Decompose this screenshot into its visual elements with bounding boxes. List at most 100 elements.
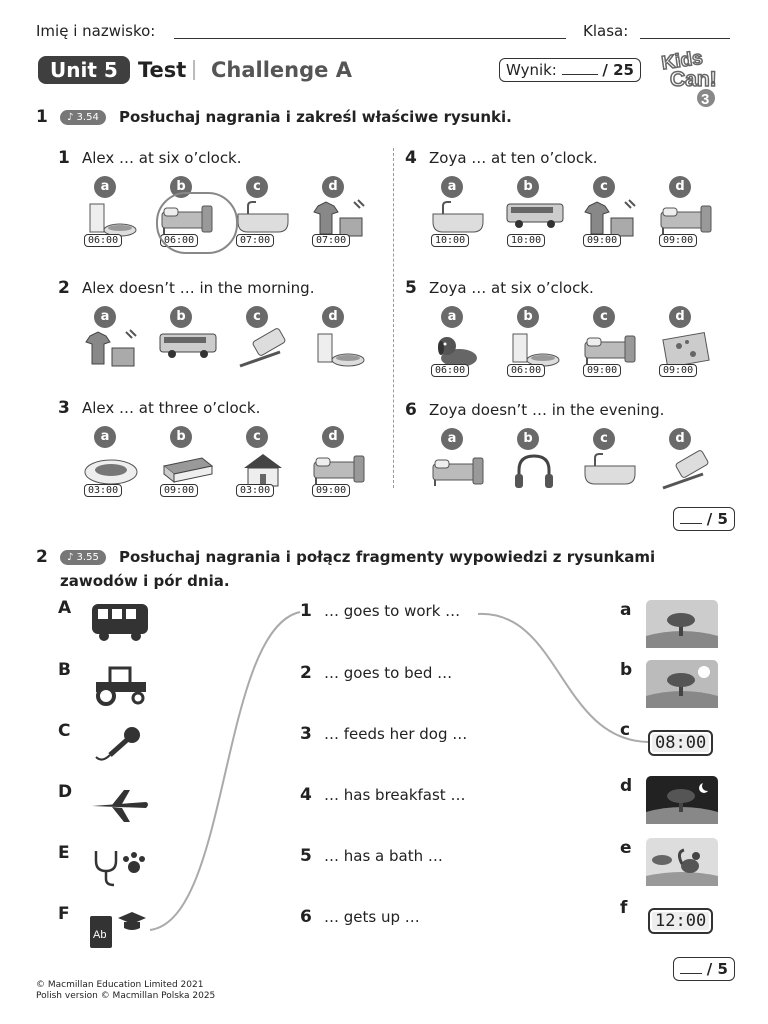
ex1-number: 1 bbox=[36, 107, 48, 127]
book-label-text: Ab bbox=[93, 929, 106, 941]
ex1-option-bed-icon[interactable] bbox=[581, 328, 639, 376]
ex1-option-letter: b bbox=[517, 306, 539, 328]
ex1-option-clock: 03:00 bbox=[84, 484, 123, 497]
name-label: Imię i nazwisko: bbox=[36, 22, 156, 40]
ex1-option-letter: a bbox=[441, 428, 463, 450]
ex1-option-letter: d bbox=[669, 306, 691, 328]
ex1-item-sentence: Zoya … at six o’clock. bbox=[429, 279, 594, 297]
ex1-option-clock: 09:00 bbox=[659, 234, 698, 247]
ex1-option-letter: b bbox=[170, 426, 192, 448]
ex1-score-blank[interactable] bbox=[680, 512, 702, 524]
ex2-profession-letter: C bbox=[58, 721, 71, 741]
ex1-item-sentence: Zoya doesn’t … in the evening. bbox=[429, 401, 665, 419]
title-divider bbox=[193, 60, 195, 80]
ex1-score-total: / 5 bbox=[706, 510, 728, 528]
ex1-option-headphones-icon[interactable] bbox=[505, 450, 563, 498]
ex1-option-toothpaste-icon[interactable] bbox=[234, 328, 292, 376]
ex1-option-bed-icon[interactable] bbox=[310, 448, 368, 496]
ex1-option-puzzle-icon[interactable] bbox=[657, 328, 715, 376]
ex2-track-badge: ♪ 3.55 bbox=[60, 550, 106, 565]
ex1-option-clock: 03:00 bbox=[236, 484, 275, 497]
microphone-icon bbox=[88, 723, 152, 771]
ex1-option-clock: 09:00 bbox=[312, 484, 351, 497]
tree-sun-scene-icon bbox=[646, 660, 718, 712]
ex1-option-clock: 07:00 bbox=[236, 234, 275, 247]
ex2-time-letter: e bbox=[620, 838, 632, 858]
ex2-instruction-line1: Posłuchaj nagrania i połącz fragmenty wy… bbox=[119, 548, 656, 566]
ex1-option-letter: b bbox=[170, 306, 192, 328]
ex1-option-clothes-icon[interactable] bbox=[581, 198, 639, 246]
ex1-option-letter: a bbox=[94, 426, 116, 448]
ex2-phrase-text: … has a bath … bbox=[324, 847, 443, 865]
score-blank[interactable] bbox=[561, 63, 598, 75]
ex1-option-bath-icon[interactable] bbox=[234, 198, 292, 246]
plane-icon bbox=[88, 784, 152, 832]
ex1-option-letter: a bbox=[441, 176, 463, 198]
ex1-option-clock: 10:00 bbox=[431, 234, 470, 247]
ex1-option-clothes-icon[interactable] bbox=[310, 198, 368, 246]
ex1-item-sentence: Alex … at six o’clock. bbox=[82, 149, 242, 167]
ex1-option-letter: c bbox=[593, 176, 615, 198]
test-title: Test bbox=[138, 58, 187, 82]
ex1-option-clock: 09:00 bbox=[583, 364, 622, 377]
challenge-title: Challenge A bbox=[211, 58, 352, 82]
ex1-option-letter: d bbox=[669, 428, 691, 450]
ex1-item-sentence: Zoya … at ten o’clock. bbox=[429, 149, 598, 167]
ex1-option-food-icon[interactable] bbox=[82, 448, 140, 496]
score-total: / 25 bbox=[602, 61, 634, 79]
ex1-option-bed-icon[interactable] bbox=[429, 450, 487, 498]
ex2-phrase-number: 6 bbox=[300, 907, 312, 927]
ex1-option-toothpaste-icon[interactable] bbox=[657, 450, 715, 498]
ex1-item-number: 5 bbox=[405, 278, 417, 298]
rooster-morning-scene-icon bbox=[646, 838, 718, 890]
name-field[interactable] bbox=[174, 38, 566, 39]
score-label: Wynik: bbox=[506, 61, 557, 79]
svg-text:Can!: Can! bbox=[670, 68, 717, 91]
kids-can-logo: Kids Can! 3 bbox=[656, 44, 736, 108]
ex1-option-bed-icon[interactable] bbox=[657, 198, 715, 246]
ex2-phrase-number: 4 bbox=[300, 785, 312, 805]
ex1-option-letter: c bbox=[593, 306, 615, 328]
ex1-track-badge: ♪ 3.54 bbox=[60, 110, 106, 125]
ex2-digital-clock: 12:00 bbox=[648, 908, 714, 934]
ex1-example-answer-circle bbox=[156, 192, 238, 254]
ex2-time-letter: b bbox=[620, 660, 633, 680]
ex1-item-sentence: Alex doesn’t … in the morning. bbox=[82, 279, 315, 297]
ex1-option-house-icon[interactable] bbox=[234, 448, 292, 496]
ex1-option-letter: c bbox=[246, 176, 268, 198]
ex1-option-book-icon[interactable] bbox=[158, 448, 216, 496]
ex2-profession-letter: F bbox=[58, 904, 70, 924]
ex1-option-clock: 06:00 bbox=[431, 364, 470, 377]
ex1-item-number: 6 bbox=[405, 400, 417, 420]
ex1-option-letter: c bbox=[593, 428, 615, 450]
ex1-option-bath-icon[interactable] bbox=[581, 450, 639, 498]
ex1-option-breakfast-icon[interactable] bbox=[310, 328, 368, 376]
ex1-option-clock: 09:00 bbox=[160, 484, 199, 497]
ex1-option-dog-icon[interactable] bbox=[429, 328, 487, 376]
ex2-digital-clock: 08:00 bbox=[648, 730, 714, 756]
ex2-score-blank[interactable] bbox=[680, 962, 702, 974]
ex1-option-clock: 06:00 bbox=[84, 234, 123, 247]
ex1-item-number: 4 bbox=[405, 148, 417, 168]
vet-stethoscope-paw-icon bbox=[88, 845, 152, 893]
ex2-time-letter: f bbox=[620, 898, 628, 918]
ex1-option-breakfast-icon[interactable] bbox=[505, 328, 563, 376]
ex2-time-letter: a bbox=[620, 600, 632, 620]
ex1-option-bath-icon[interactable] bbox=[429, 198, 487, 246]
copyright-line1: © Macmillan Education Limited 2021 bbox=[36, 980, 204, 990]
svg-text:3: 3 bbox=[701, 91, 709, 108]
ex1-option-breakfast-icon[interactable] bbox=[82, 198, 140, 246]
ex1-option-bus-icon[interactable] bbox=[505, 198, 564, 246]
class-field[interactable] bbox=[640, 38, 730, 39]
ex1-option-clothes-icon[interactable] bbox=[82, 328, 140, 376]
ex1-option-letter: a bbox=[441, 306, 463, 328]
ex1-option-letter: b bbox=[517, 176, 539, 198]
ex1-option-letter: c bbox=[246, 306, 268, 328]
ex1-option-bus-icon[interactable] bbox=[158, 328, 217, 376]
ex2-profession-letter: B bbox=[58, 660, 71, 680]
ex1-option-clock: 07:00 bbox=[312, 234, 351, 247]
ex2-profession-letter: D bbox=[58, 782, 73, 802]
ex2-time-letter: d bbox=[620, 776, 633, 796]
ex2-profession-letter: A bbox=[58, 598, 72, 618]
